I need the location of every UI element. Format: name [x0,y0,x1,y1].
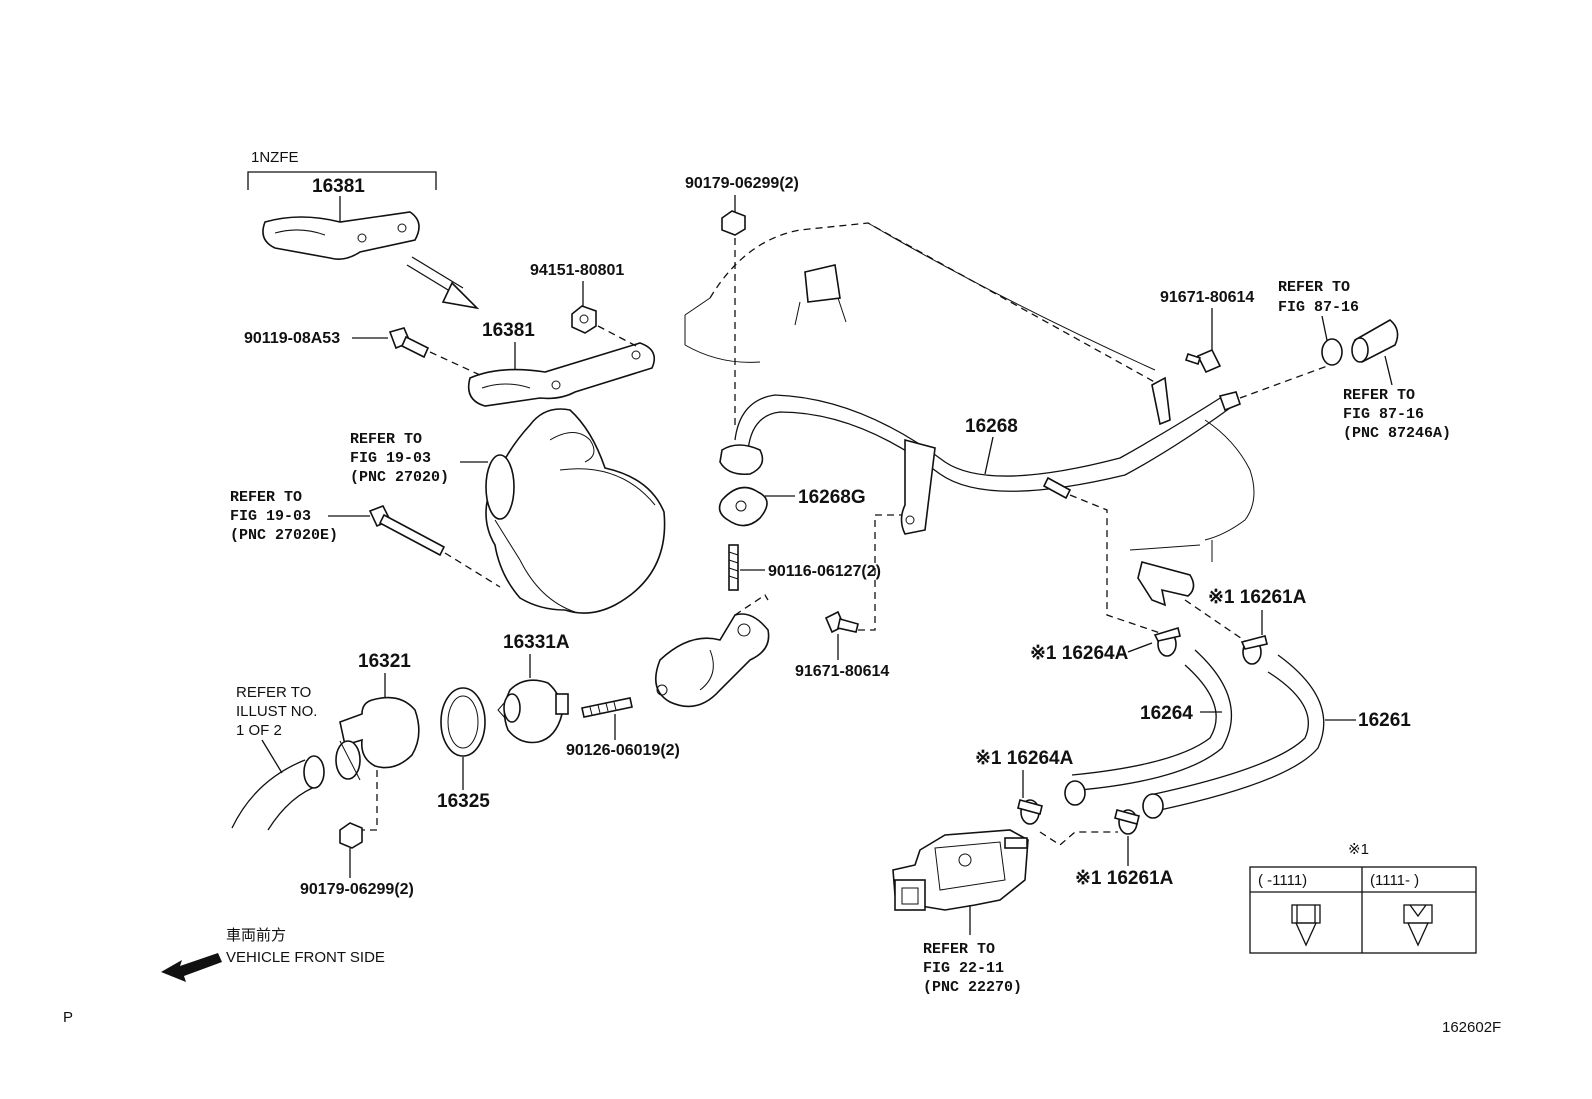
vehicle-front-indicator: 車両前方 VEHICLE FRONT SIDE [161,927,385,982]
bracket-16381-group: 16381 [467,320,656,407]
heater-hose-ref-group: REFER TO FIG 87-16 REFER TO FIG 87-16 (P… [1278,279,1451,442]
pipe87-ref-line2: FIG 87-16 [1278,299,1359,316]
pipe87-ref-line1: REFER TO [1278,279,1350,296]
part-91671-top-label[interactable]: 91671-80614 [1160,289,1254,306]
radiator-hose-group: REFER TO ILLUST NO. 1 OF 2 [231,684,325,831]
legend-mark: ※1 [1348,841,1369,858]
hose-16264-group: ※1 16264A 16264 [1030,626,1233,806]
hose-ref-line3: 1 OF 2 [236,722,282,739]
pipe-stub [1137,561,1249,644]
valve-ref-line1: REFER TO [923,941,995,958]
stud-90126-group: 90126-06019(2) [566,697,680,759]
part-16268g-label[interactable]: 16268G [798,487,866,508]
water-inlet-housing [654,594,770,708]
gasket-16325-group: 16325 [437,687,490,812]
clamp-type-new-icon [1403,904,1433,947]
valve-ref-line2: FIG 22-11 [923,960,1004,977]
gasket-16268g-group: 16268G 90116-06127(2) [718,486,881,591]
front-arrow-icon [161,953,222,982]
water-outlet-16321-group: 16321 90179-06299(2) [300,651,420,898]
hose-16261[interactable] [1159,654,1325,811]
part-90119-label[interactable]: 90119-08A53 [244,330,340,347]
bolt-ref-line3: (PNC 27020E) [230,527,338,544]
part-16264-label[interactable]: 16264 [1140,703,1193,724]
thermostat-16331a[interactable] [503,679,563,744]
thermostat-16331a-group: 16331A [497,632,570,744]
hose87-ref-line2: FIG 87-16 [1343,406,1424,423]
hose-ref-line1: REFER TO [236,684,311,701]
pipe-bracket [900,438,936,535]
part-90179-bottom-label[interactable]: 90179-06299(2) [300,881,414,898]
part-16268-label[interactable]: 16268 [965,416,1018,437]
nut-90179-bottom[interactable] [339,822,363,849]
throttle-body [892,829,1029,911]
part-16325-label[interactable]: 16325 [437,791,490,812]
valve-ref-line3: (PNC 22270) [923,979,1022,996]
engine-cover-outline [684,222,1255,562]
nut-94151-group: 94151-80801 [530,262,641,349]
figure-code: 162602F [1442,1019,1501,1036]
water-outlet-16321[interactable] [339,696,420,769]
assembly-direction-arrow [406,256,480,310]
throttle-body-group: REFER TO FIG 22-11 (PNC 22270) [892,829,1029,996]
part-16261-label[interactable]: 16261 [1358,710,1411,731]
bypass-pipe-16268[interactable] [734,394,1226,477]
alternator-ref-line3: (PNC 27020) [350,469,449,486]
part-16261a-lower-label[interactable]: ※1 16261A [1075,868,1174,889]
part-90179-top-label[interactable]: 90179-06299(2) [685,175,799,192]
hose87-ref-line1: REFER TO [1343,387,1415,404]
alternator-ref-line1: REFER TO [350,431,422,448]
alternator [485,408,666,614]
bolt-90119-group: 90119-08A53 [244,327,481,376]
alternator-ref-line2: FIG 19-03 [350,450,431,467]
part-94151-label[interactable]: 94151-80801 [530,262,624,279]
part-16264a-lower-label[interactable]: ※1 16264A [975,748,1074,769]
vehicle-front-japanese: 車両前方 [226,927,286,944]
bracket-16381[interactable] [467,342,656,407]
bolt-91671-mid-group: 91671-80614 [795,514,912,680]
nut-90179-top[interactable] [721,210,746,236]
part-16321-label[interactable]: 16321 [358,651,411,672]
radiator-hose [231,759,306,829]
bracket-tab [1151,376,1171,426]
legend-col2-header: (1111- ) [1370,872,1419,889]
bolt-91671-top-group: 91671-80614 [1160,289,1254,374]
part-16331a-label[interactable]: 16331A [503,632,570,653]
hose-ref-line2: ILLUST NO. [236,703,317,720]
hose-clamp-87 [1321,338,1343,366]
part-90126-label[interactable]: 90126-06019(2) [566,742,680,759]
nut-90179-top-group: 90179-06299(2) [685,175,799,430]
hose-16264[interactable] [1079,649,1233,791]
part-16261a-upper-label[interactable]: ※1 16261A [1208,587,1307,608]
alternator-group: REFER TO FIG 19-03 (PNC 27020) [350,408,666,614]
variant-bracket-line [247,171,437,190]
part-91671-mid-label[interactable]: 91671-80614 [795,663,889,680]
hose87-ref-line3: (PNC 87246A) [1343,425,1451,442]
engine-variant-label: 1NZFE [251,149,299,166]
part-16264a-upper-label[interactable]: ※1 16264A [1030,643,1129,664]
legend-col1-header: ( -1111) [1258,872,1307,889]
engine-variant-bracket-group: 1NZFE 16381 [247,149,437,260]
page-mark: P [63,1009,73,1026]
vehicle-front-english: VEHICLE FRONT SIDE [226,949,385,966]
nut-94151[interactable] [571,305,597,334]
bracket-16381-top[interactable] [262,211,420,260]
part-16381-label[interactable]: 16381 [482,320,535,341]
bolt-27020e-group: REFER TO FIG 19-03 (PNC 27020E) [230,489,446,557]
bolt-ref-line1: REFER TO [230,489,302,506]
hose-16261-group: ※1 16261A 16261 [1142,587,1411,819]
bolt-ref-line2: FIG 19-03 [230,508,311,525]
lower-clamps-group: ※1 16264A ※1 16261A [975,748,1174,889]
part-90116-label[interactable]: 90116-06127(2) [768,563,881,580]
bolt-91671-top[interactable] [1196,348,1222,374]
part-16381-top-label[interactable]: 16381 [312,176,365,197]
bypass-pipe-16268-group: 16268 [719,364,1331,634]
clamp-legend-table: ※1 ( -1111) (1111- ) [1249,841,1477,954]
gasket-16268g[interactable] [718,486,768,527]
stud-90116[interactable] [728,544,739,591]
clamp-type-old-icon [1291,904,1321,947]
